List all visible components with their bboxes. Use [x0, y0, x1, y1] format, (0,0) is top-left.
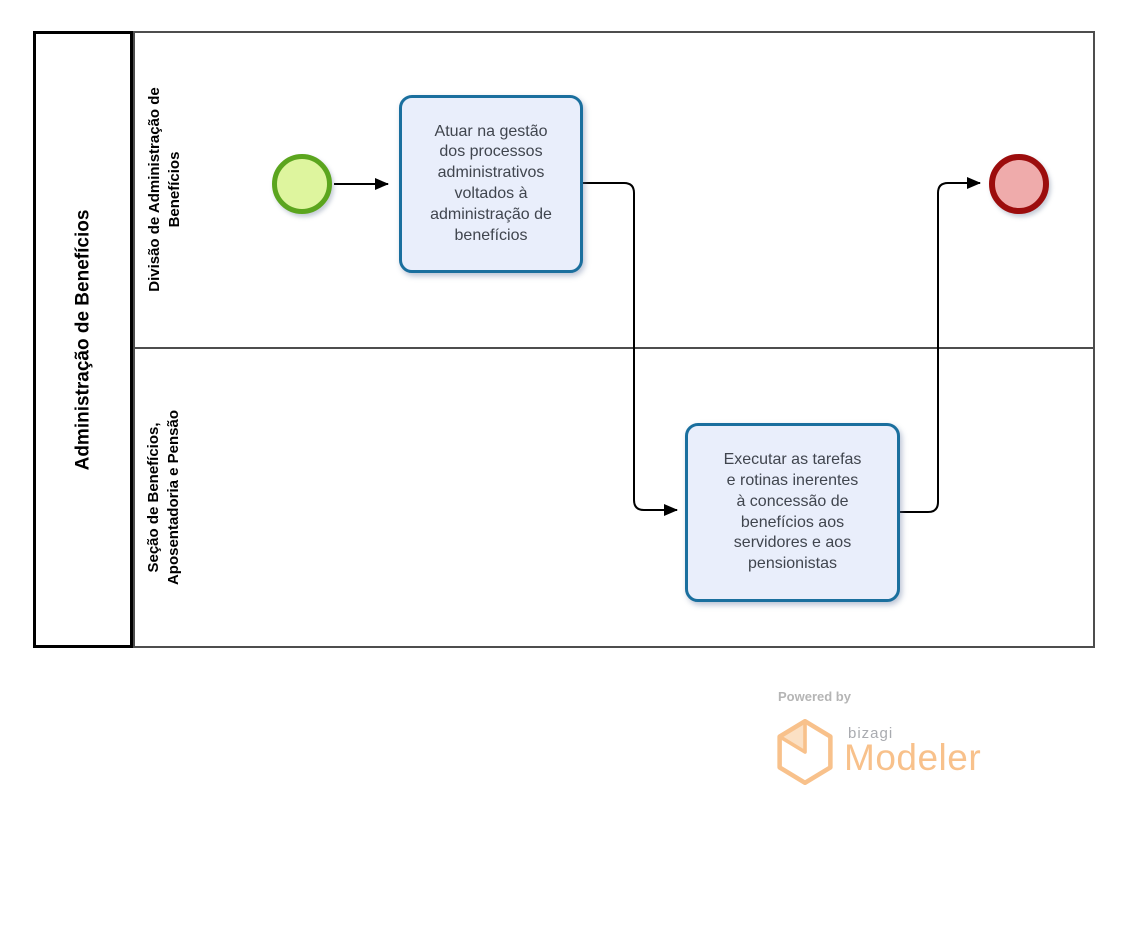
lane-divider: [134, 347, 1094, 349]
lane-1-name: Divisão de Administração de Benefícios: [145, 87, 183, 292]
bizagi-logo-icon: [777, 719, 833, 785]
powered-by-label: Powered by: [778, 689, 851, 704]
start-event-icon[interactable]: [272, 154, 332, 214]
task-2-label: Executar as tarefas e rotinas inerentes …: [723, 451, 862, 573]
lane-2-label-area[interactable]: Seção de Benefícios, Aposentadoria e Pen…: [136, 349, 192, 646]
end-event-icon[interactable]: [989, 154, 1049, 214]
task-1-label: Atuar na gestão dos processos administra…: [430, 122, 552, 244]
pool-header[interactable]: Administração de Benefícios: [33, 31, 133, 648]
lane-2-name: Seção de Benefícios, Aposentadoria e Pen…: [145, 409, 183, 586]
lane-1-label-area[interactable]: Divisão de Administração de Benefícios: [136, 33, 192, 346]
bizagi-brand-label: bizagi: [848, 725, 894, 742]
lane-container: [133, 31, 1095, 648]
task-executar-tarefas[interactable]: Executar as tarefas e rotinas inerentes …: [685, 423, 900, 602]
pool-title: Administração de Benefícios: [72, 209, 94, 470]
modeler-product-label: Modeler: [844, 737, 982, 778]
task-atuar-na-gestao[interactable]: Atuar na gestão dos processos administra…: [399, 95, 583, 273]
